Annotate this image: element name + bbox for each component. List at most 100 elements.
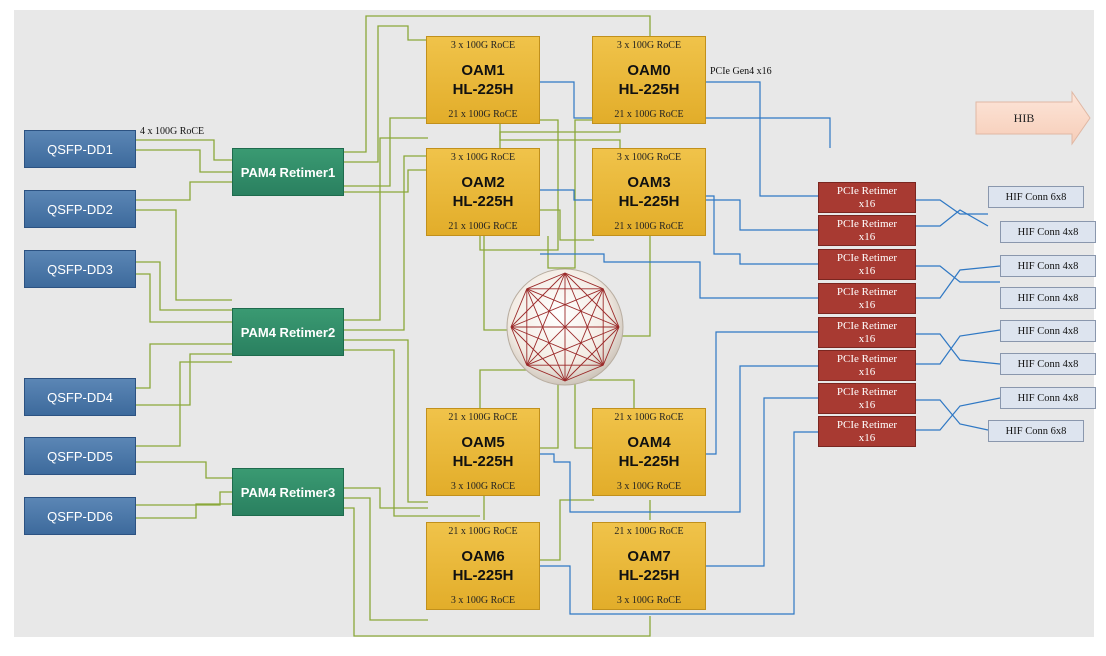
oam-model: HL-225H bbox=[452, 81, 514, 98]
oam-bottom-link: 21 x 100G RoCE bbox=[448, 109, 518, 120]
mesh-link bbox=[564, 272, 604, 366]
pcie-retimer-width: x16 bbox=[858, 332, 876, 345]
mesh-link bbox=[526, 288, 604, 366]
mesh-link bbox=[526, 326, 620, 366]
pcie-retimer-label: PCIe Retimer bbox=[836, 285, 898, 298]
qsfp-dd4-module: QSFP-DD4 bbox=[24, 378, 136, 416]
oam-name: OAM2 bbox=[461, 174, 505, 191]
hif-label: HIF Conn 4x8 bbox=[1017, 392, 1079, 404]
oam-top-link: 21 x 100G RoCE bbox=[614, 526, 684, 537]
qsfp-dd3-module: QSFP-DD3 bbox=[24, 250, 136, 288]
oam3-module: 3 x 100G RoCE OAM3 HL-225H 21 x 100G RoC… bbox=[592, 148, 706, 236]
hif-connector-8: HIF Conn 6x8 bbox=[988, 420, 1084, 442]
pcie-retimer-label: PCIe Retimer bbox=[836, 251, 898, 264]
hif-connector-5: HIF Conn 4x8 bbox=[1000, 320, 1096, 342]
mesh-link bbox=[510, 326, 528, 366]
pcie-retimer-label: PCIe Retimer bbox=[836, 418, 898, 431]
oam-bottom-link: 21 x 100G RoCE bbox=[614, 221, 684, 232]
pcie-retimer-label: PCIe Retimer bbox=[836, 184, 898, 197]
pcie-retimer-width: x16 bbox=[858, 431, 876, 444]
hif-label: HIF Conn 4x8 bbox=[1017, 292, 1079, 304]
oam2-module: 3 x 100G RoCE OAM2 HL-225H 21 x 100G RoC… bbox=[426, 148, 540, 236]
mesh-link bbox=[526, 272, 566, 366]
mesh-link bbox=[510, 326, 604, 366]
pcie-retimer-label: PCIe Retimer bbox=[836, 319, 898, 332]
qsfp-label: QSFP-DD2 bbox=[47, 201, 113, 217]
oam-top-link: 3 x 100G RoCE bbox=[450, 40, 516, 51]
pam4-retimer2: PAM4 Retimer2 bbox=[232, 308, 344, 356]
hib-block: HIB bbox=[976, 92, 1088, 144]
qsfp-label: QSFP-DD3 bbox=[47, 261, 113, 277]
retimer-label: PAM4 Retimer1 bbox=[240, 164, 336, 180]
oam6-module: 21 x 100G RoCE OAM6 HL-225H 3 x 100G RoC… bbox=[426, 522, 540, 610]
oam-bottom-link: 21 x 100G RoCE bbox=[448, 221, 518, 232]
oam-top-link: 21 x 100G RoCE bbox=[614, 412, 684, 423]
mesh-link bbox=[526, 272, 566, 290]
mesh-link bbox=[602, 326, 620, 366]
hif-label: HIF Conn 4x8 bbox=[1017, 260, 1079, 272]
pcie-wires bbox=[540, 81, 1001, 615]
pcie-retimer-label: PCIe Retimer bbox=[836, 385, 898, 398]
qsfp-dd5-module: QSFP-DD5 bbox=[24, 437, 136, 475]
oam-name: OAM4 bbox=[627, 434, 671, 451]
oam-name: OAM3 bbox=[627, 174, 671, 191]
pcie-retimer-width: x16 bbox=[858, 197, 876, 210]
oam-bottom-link: 3 x 100G RoCE bbox=[616, 481, 682, 492]
hib-label: HIB bbox=[1013, 110, 1035, 125]
oam1-module: 3 x 100G RoCE OAM1 HL-225H 21 x 100G RoC… bbox=[426, 36, 540, 124]
qsfp-label: QSFP-DD6 bbox=[47, 508, 113, 524]
hif-label: HIF Conn 4x8 bbox=[1017, 226, 1079, 238]
mesh-link bbox=[526, 288, 620, 328]
hif-connector-6: HIF Conn 4x8 bbox=[1000, 353, 1096, 375]
retimer-label: PAM4 Retimer2 bbox=[240, 324, 336, 340]
hif-connector-1: HIF Conn 6x8 bbox=[988, 186, 1084, 208]
oam-model: HL-225H bbox=[452, 453, 514, 470]
mesh-link bbox=[510, 326, 566, 382]
qsfp-label: QSFP-DD1 bbox=[47, 141, 113, 157]
oam-top-link: 21 x 100G RoCE bbox=[448, 412, 518, 423]
mesh-link bbox=[510, 288, 528, 328]
mesh-link bbox=[564, 288, 604, 382]
mesh-link bbox=[526, 288, 566, 382]
hif-connector-7: HIF Conn 4x8 bbox=[1000, 387, 1096, 409]
mesh-link bbox=[602, 288, 620, 328]
oam5-module: 21 x 100G RoCE OAM5 HL-225H 3 x 100G RoC… bbox=[426, 408, 540, 496]
pcie-retimer-width: x16 bbox=[858, 398, 876, 411]
oam-top-link: 3 x 100G RoCE bbox=[616, 152, 682, 163]
oam0-module: 3 x 100G RoCE OAM0 HL-225H 21 x 100G RoC… bbox=[592, 36, 706, 124]
pam4-retimer3: PAM4 Retimer3 bbox=[232, 468, 344, 516]
oam-top-link: 21 x 100G RoCE bbox=[448, 526, 518, 537]
hif-connector-2: HIF Conn 4x8 bbox=[1000, 221, 1096, 243]
all-to-all-mesh bbox=[506, 268, 624, 386]
oam-model: HL-225H bbox=[618, 193, 680, 210]
oam-name: OAM0 bbox=[627, 62, 671, 79]
pcie-retimer-width: x16 bbox=[858, 298, 876, 311]
oam-model: HL-225H bbox=[618, 567, 680, 584]
qsfp-link-label: 4 x 100G RoCE bbox=[140, 126, 205, 137]
oam-top-link: 3 x 100G RoCE bbox=[450, 152, 516, 163]
oam-model: HL-225H bbox=[618, 81, 680, 98]
retimer-label: PAM4 Retimer3 bbox=[240, 484, 336, 500]
oam-model: HL-225H bbox=[452, 193, 514, 210]
oam-name: OAM6 bbox=[461, 548, 505, 565]
hib-arrow bbox=[975, 90, 1091, 146]
mesh-link bbox=[564, 364, 604, 382]
qsfp-label: QSFP-DD4 bbox=[47, 389, 113, 405]
hif-connector-3: HIF Conn 4x8 bbox=[1000, 255, 1096, 277]
oam-bottom-link: 21 x 100G RoCE bbox=[614, 109, 684, 120]
oam-name: OAM1 bbox=[461, 62, 505, 79]
hif-label: HIF Conn 6x8 bbox=[1005, 191, 1067, 203]
hif-label: HIF Conn 4x8 bbox=[1017, 358, 1079, 370]
oam-bottom-link: 3 x 100G RoCE bbox=[450, 481, 516, 492]
pcie-link-label: PCIe Gen4 x16 bbox=[710, 66, 772, 77]
pcie-retimer-width: x16 bbox=[858, 230, 876, 243]
mesh-link bbox=[510, 288, 604, 328]
